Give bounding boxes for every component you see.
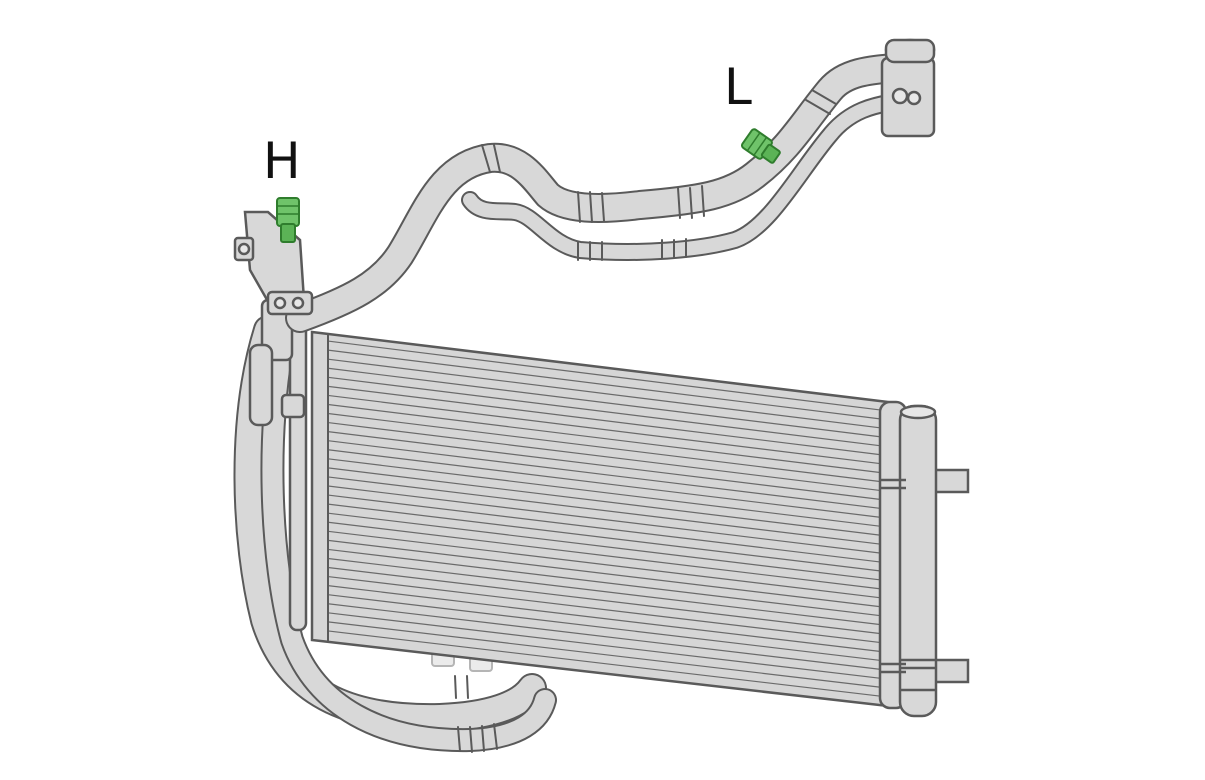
condenser-fin — [327, 403, 889, 475]
condenser-fins — [327, 340, 889, 698]
condenser-fin — [327, 467, 889, 537]
condenser-fin — [327, 575, 889, 645]
condenser-fin — [327, 349, 889, 421]
condenser-fin — [327, 385, 889, 457]
receiver-drier — [878, 400, 970, 718]
condenser-fin — [327, 530, 889, 600]
lower-hoses — [233, 315, 557, 753]
left-pipes — [248, 298, 308, 632]
condenser-fin — [327, 412, 889, 484]
condenser-fin — [327, 521, 889, 591]
condenser-fin — [327, 440, 889, 510]
condenser-fin — [327, 512, 889, 582]
condenser-fin — [327, 476, 889, 546]
condenser-fin — [327, 458, 889, 528]
condenser-fin — [327, 358, 889, 430]
condenser-fin — [327, 630, 889, 698]
condenser-fin — [327, 367, 889, 439]
low-side-label: L — [724, 58, 752, 116]
condenser-fin — [327, 612, 889, 680]
condenser-fin — [327, 585, 889, 653]
condenser-fin — [327, 594, 889, 662]
condenser — [310, 330, 890, 708]
condenser-fin — [327, 394, 889, 466]
condenser-fin — [327, 621, 889, 689]
high-side-fitting — [233, 210, 314, 316]
condenser-fin — [327, 603, 889, 671]
condenser-fin — [327, 421, 889, 493]
condenser-fin — [327, 557, 889, 627]
high-side-label: H — [263, 132, 301, 190]
condenser-fin — [327, 431, 889, 501]
high-side-service-port — [276, 197, 300, 243]
condenser-fin — [327, 539, 889, 609]
expansion-valve-block — [880, 38, 936, 138]
condenser-fin — [327, 449, 889, 519]
condenser-fin — [327, 503, 889, 573]
condenser-fin — [327, 494, 889, 564]
condenser-fin — [327, 376, 889, 448]
low-side-service-port — [740, 128, 781, 164]
condenser-fin — [327, 566, 889, 636]
condenser-fin — [327, 485, 889, 555]
upper-hoses — [285, 53, 910, 333]
condenser-fin — [327, 548, 889, 618]
condenser-fin — [327, 340, 889, 412]
